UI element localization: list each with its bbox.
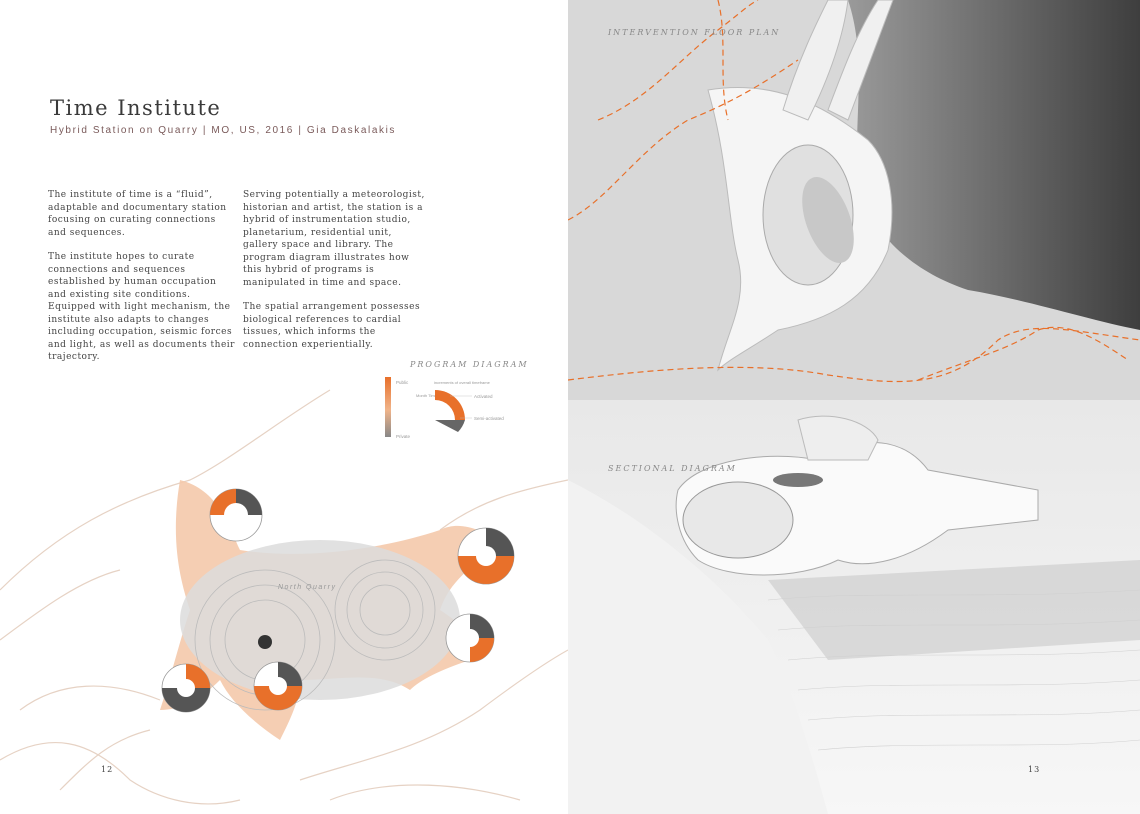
program-pod [161,663,211,713]
floor-plan-label: Intervention Floor Plan [608,28,781,37]
legend-semi-activated: Semi-activated [474,416,504,421]
paragraph: The spatial arrangement possesses biolog… [243,302,421,350]
paragraph: The institute of time is a “fluid”, adap… [48,190,227,238]
program-pod [253,661,303,711]
program-diagram-label: Program Diagram [410,360,529,369]
quarry-mass [180,540,460,700]
paragraph: Serving potentially a meteorologist, his… [243,190,425,288]
public-private-gradient-bar [385,377,391,437]
sectional-diagram-label: Sectional Diagram [608,464,737,473]
circulation-path [568,0,1140,383]
page-number-left: 12 [101,765,114,774]
legend-activated: Activated [474,394,493,399]
quarry-label: North Quarry [278,584,336,591]
page-subtitle: Hybrid Station on Quarry | MO, US, 2016 … [50,125,397,136]
text-column-1: The institute of time is a “fluid”, adap… [48,189,236,376]
legend-increments: increments of overall timeframe [434,380,491,385]
site-plan-drawing: North Quarry [0,389,568,805]
program-pod [445,613,495,663]
page-title: Time Institute [50,96,222,120]
program-pod [457,527,515,585]
right-page: Intervention Floor Plan Sectional Diagra… [568,0,1140,814]
left-page: Time Institute Hybrid Station on Quarry … [0,0,568,814]
legend-month-time: Month Time [416,393,438,398]
architectural-render [568,0,1140,814]
dial-center [258,635,272,649]
paragraph: The institute hopes to curate connection… [48,252,235,362]
program-pod [209,488,263,542]
page-number-right: 13 [1028,765,1041,774]
quarry-void [848,0,1140,330]
section-building [675,415,1039,576]
text-column-2: Serving potentially a meteorologist, his… [243,189,428,363]
legend-private: Private [396,434,411,439]
site-network-lines [0,389,568,805]
program-diagram-legend: Public Private increments of overall tim… [385,377,504,439]
legend-public: Public [396,380,409,385]
